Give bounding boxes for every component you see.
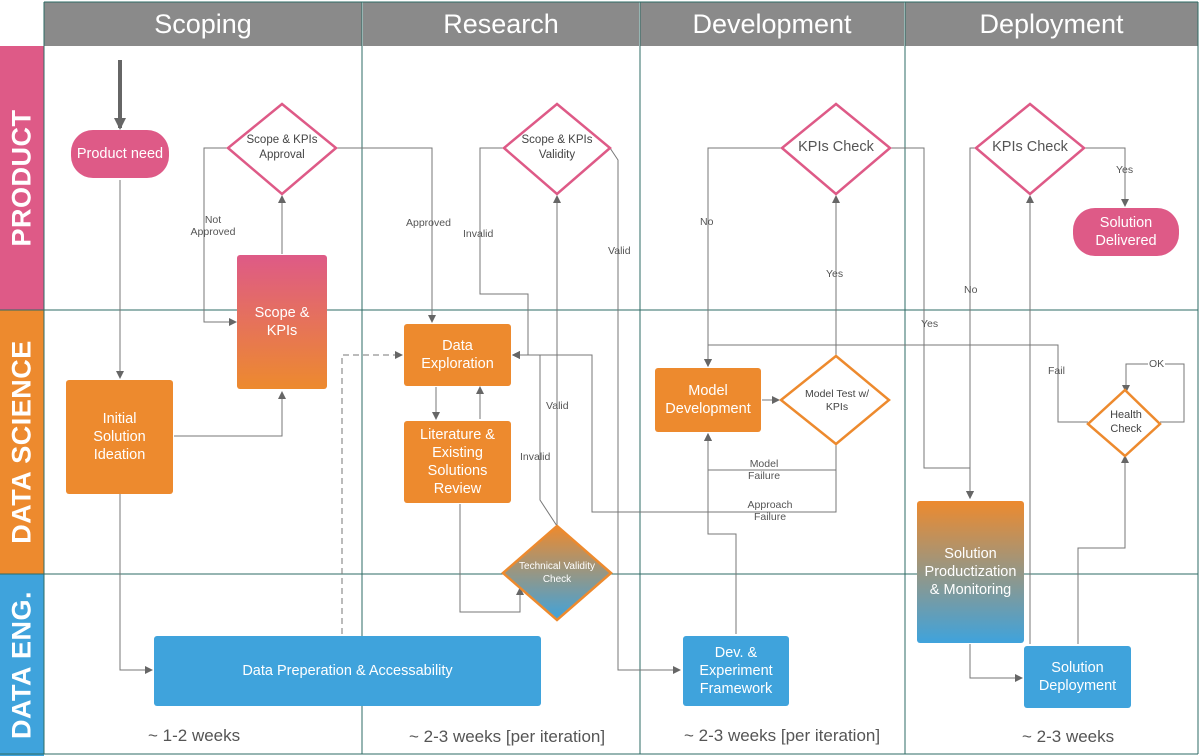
edge-label-approved: Approved: [406, 217, 451, 229]
edge-label-yes-deploy-mid: Yes: [921, 318, 939, 330]
phase-deployment-header: Deployment: [905, 2, 1198, 46]
edge-label-no-dev: No: [700, 216, 714, 228]
kpis-check-dev-label: KPIs Check: [798, 138, 874, 155]
solution-productization-node: Solution Productization & Monitoring: [917, 501, 1024, 643]
technical-validity-diamond: [501, 524, 613, 622]
lane-product-label: PRODUCT: [0, 46, 44, 310]
phase-scoping-header: Scoping: [44, 2, 362, 46]
edge-label-fail: Fail: [1048, 365, 1065, 377]
health-check-diamond: [1086, 388, 1162, 458]
duration-deployment: ~ 2-3 weeks: [1022, 727, 1115, 746]
dev-framework-node: Dev. & Experiment Framework: [683, 636, 789, 706]
edge-label-not-approved: Not Approved: [190, 214, 236, 238]
kpis-check-deploy-label: KPIs Check: [992, 138, 1068, 155]
edge-label-invalid-top: Invalid: [463, 228, 494, 240]
edge-label-approach-failure: Approach Failure: [747, 499, 793, 523]
scope-kpis-approval-diamond: [226, 102, 338, 196]
model-development-node: Model Development: [655, 368, 761, 432]
initial-solution-ideation-node: Initial Solution Ideation: [66, 380, 173, 494]
edge-label-no-deploy: No: [964, 284, 978, 296]
phase-development-header: Development: [640, 2, 904, 46]
edge-label-model-failure: Model Failure: [747, 458, 781, 482]
duration-scoping: ~ 1-2 weeks: [148, 726, 241, 745]
edge-label-ok: OK: [1148, 358, 1166, 370]
lane-data-eng-label: DATA ENG.: [0, 574, 44, 756]
model-test-label: Model Test w/ KPIs: [805, 388, 869, 413]
solution-delivered-node: Solution Delivered: [1073, 208, 1179, 256]
literature-review-node: Literature & Existing Solutions Review: [404, 421, 511, 503]
duration-research: ~ 2-3 weeks [per iteration]: [409, 727, 606, 746]
phase-research-header: Research: [363, 2, 639, 46]
model-test-diamond: [778, 354, 891, 446]
edge-label-yes-dev: Yes: [826, 268, 844, 280]
edge-label-invalid-mid: Invalid: [520, 451, 551, 463]
scope-kpis-validity-diamond: [502, 102, 612, 196]
scope-kpis-node: Scope & KPIs: [237, 255, 327, 389]
kpis-check-deploy-diamond: [974, 102, 1086, 196]
solution-deployment-node: Solution Deployment: [1024, 646, 1131, 708]
kpis-check-dev-diamond: [780, 102, 892, 196]
health-check-label: Health Check: [1110, 409, 1142, 435]
product-need-node: Product need: [71, 130, 169, 178]
scope-kpis-approval-label: Scope & KPIs Approval: [246, 134, 318, 161]
data-exploration-node: Data Exploration: [404, 324, 511, 386]
data-preparation-node: Data Preperation & Accessability: [154, 636, 541, 706]
duration-development: ~ 2-3 weeks [per iteration]: [684, 726, 881, 745]
lane-data-science-label: DATA SCIENCE: [0, 310, 44, 574]
edge-label-valid-right: Valid: [608, 245, 631, 257]
edge-label-yes-deploy-top: Yes: [1116, 164, 1134, 176]
scope-kpis-validity-label: Scope & KPIs Validity: [521, 134, 593, 161]
technical-validity-label: Technical Validity Check: [519, 561, 595, 585]
edge-label-valid-mid: Valid: [546, 400, 569, 412]
